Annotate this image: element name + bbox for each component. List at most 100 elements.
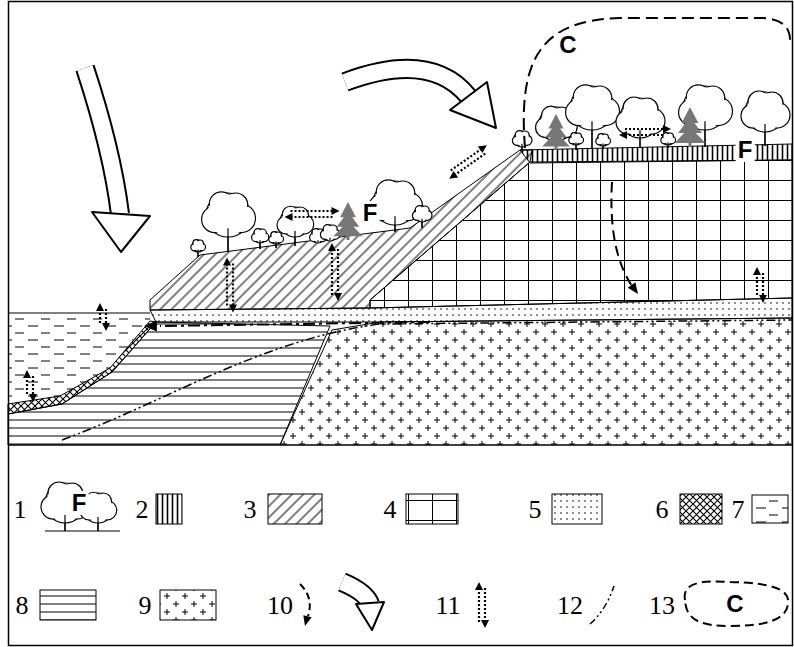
exchange-arrow-part xyxy=(223,258,231,266)
deciduous-tree-part xyxy=(664,134,668,138)
exchange-arrow-part xyxy=(451,149,482,171)
deciduous-tree-part xyxy=(270,237,275,242)
deciduous-tree-part xyxy=(514,137,521,144)
legend-number: 5 xyxy=(529,497,542,523)
exchange-arrow-part xyxy=(23,370,31,378)
exchange-arrow-part xyxy=(759,295,767,303)
legend-samples xyxy=(40,482,788,630)
section-base xyxy=(8,445,792,446)
region-letter: C xyxy=(557,33,578,57)
exchange-arrow-part xyxy=(753,267,761,275)
conifer-tree-part xyxy=(333,221,362,236)
deciduous-tree-part xyxy=(272,233,276,237)
deciduous-tree-part xyxy=(317,240,318,242)
deciduous-tree-part xyxy=(591,121,592,149)
deciduous-tree-part xyxy=(667,143,668,148)
exchange-arrow-part xyxy=(334,293,342,301)
deciduous-tree-part xyxy=(394,216,395,232)
conifer-tree-part xyxy=(542,132,570,146)
exchange-arrow-part xyxy=(454,154,485,176)
deciduous-tree-part xyxy=(572,134,576,138)
deciduous-tree-part xyxy=(668,134,672,138)
deciduous-tree-part xyxy=(255,230,260,235)
deciduous-tree-part xyxy=(599,135,603,139)
exchange-arrow-part xyxy=(481,620,489,628)
exchange-arrow-part xyxy=(285,213,293,221)
deciduous-tree xyxy=(252,229,269,249)
deciduous-tree-part xyxy=(276,233,280,237)
deciduous-tree xyxy=(661,133,676,148)
dashed-flow-arrow-part xyxy=(611,182,632,286)
hollow-arrow-part xyxy=(342,582,370,604)
groundwater-flow-arrow xyxy=(144,321,430,332)
legend-number: 12 xyxy=(557,593,583,619)
exchange-arrow-part xyxy=(29,394,37,402)
region-letter: F xyxy=(70,491,89,515)
exchange-arrow-part xyxy=(328,243,336,251)
exchange-arrow-part xyxy=(762,273,764,297)
deciduous-tree-part xyxy=(762,93,781,112)
legend-swatch xyxy=(160,590,216,620)
deciduous-tree xyxy=(616,97,665,148)
exchange-arrow xyxy=(328,243,342,301)
conifer-tree xyxy=(542,114,570,150)
deciduous-tree-part xyxy=(422,207,428,213)
exchange-arrow xyxy=(753,267,767,303)
legend-number: 2 xyxy=(136,497,149,523)
legend-swatch xyxy=(552,494,602,524)
exchange-arrow xyxy=(285,207,340,221)
hollow-arrow-part xyxy=(450,82,496,128)
exchange-arrow-part xyxy=(96,303,104,311)
exchange-arrow xyxy=(619,125,671,139)
deciduous-tree-part xyxy=(421,219,422,228)
legend-number: 9 xyxy=(139,593,152,619)
hollow-arrow-part xyxy=(85,68,120,214)
exchange-arrow-part xyxy=(756,273,758,297)
deciduous-tree-part xyxy=(260,230,265,235)
sedimentary-layer xyxy=(8,322,330,445)
exchange-arrow-part xyxy=(26,376,28,396)
legend-number: 11 xyxy=(435,593,460,619)
legend-number: 3 xyxy=(244,497,257,523)
deciduous-tree-part xyxy=(275,242,276,248)
deciduous-tree-part xyxy=(198,241,202,245)
hollow-arrow xyxy=(85,68,150,252)
deciduous-tree-part xyxy=(294,231,295,246)
deciduous-tree-part xyxy=(639,130,640,148)
exchange-arrow-part xyxy=(229,305,237,313)
deciduous-tree xyxy=(596,134,611,149)
legend-swatch xyxy=(406,494,458,524)
deciduous-tree-part xyxy=(97,517,98,531)
exchange-arrow-part xyxy=(478,588,480,622)
deciduous-tree-part xyxy=(313,230,318,235)
deciduous-tree-part xyxy=(764,124,765,146)
climate-region-outline xyxy=(524,18,790,148)
deciduous-tree-part xyxy=(253,235,259,241)
deciduous-tree xyxy=(191,240,206,257)
deciduous-tree xyxy=(566,85,620,149)
deciduous-tree-part xyxy=(329,238,330,240)
conifer-tree-part xyxy=(555,145,558,150)
deciduous-tree-part xyxy=(575,143,576,150)
climate-region-outline xyxy=(685,581,788,626)
exchange-arrow-part xyxy=(337,249,339,295)
exchange-arrow-part xyxy=(478,142,489,153)
legend-number: 8 xyxy=(16,593,29,619)
exchange-arrow-part xyxy=(331,249,333,295)
hollow-arrow xyxy=(345,69,496,128)
deciduous-tree-part xyxy=(521,144,522,151)
hollow-arrow-part xyxy=(345,69,468,96)
dashed-flow-arrow-part xyxy=(300,584,310,616)
exchange-arrow-part xyxy=(102,323,110,331)
arrowhead xyxy=(303,615,311,626)
legend-number: 4 xyxy=(384,497,397,523)
deciduous-tree-part xyxy=(259,240,260,249)
region-letter: C xyxy=(724,592,745,616)
exchange-arrow xyxy=(444,142,493,182)
exchange-arrow-part xyxy=(625,128,665,130)
exchange-arrow-part xyxy=(32,376,34,396)
legend-number: 1 xyxy=(14,497,27,523)
legend-swatch xyxy=(40,590,96,620)
